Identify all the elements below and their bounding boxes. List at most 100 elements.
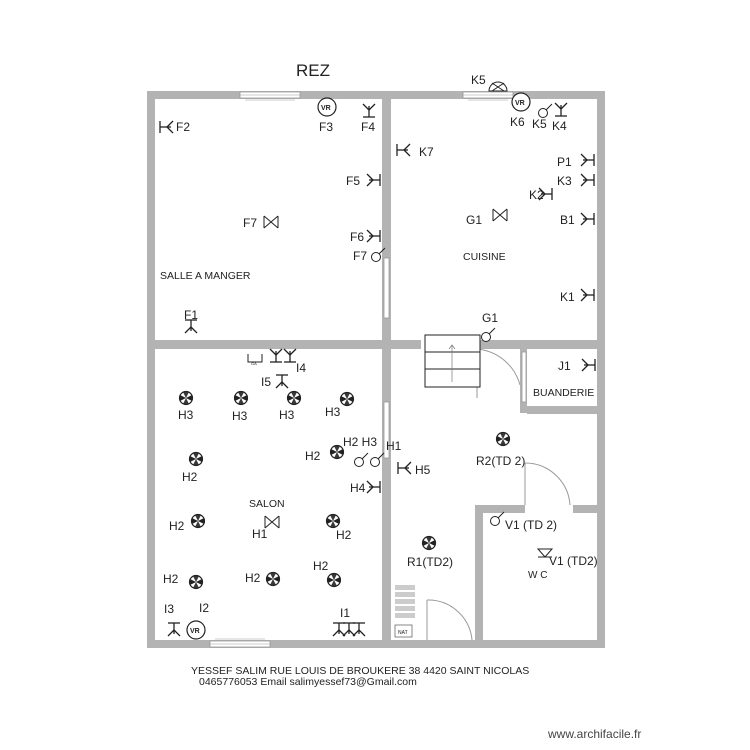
switch-icon [352, 622, 366, 637]
label-f4: F4 [361, 120, 375, 134]
footer-address: YESSEF SALIM RUE LOUIS DE BROUKERE 38 44… [191, 665, 529, 677]
room-buanderie: BUANDERIE [533, 387, 594, 399]
label-k1: K1 [560, 290, 575, 304]
spot-light-icon [190, 513, 206, 529]
outlet-icon [370, 452, 385, 467]
outlet-icon [490, 511, 505, 526]
spot-light-icon [325, 513, 341, 529]
label-v1-ceiling: V1 (TD2) [549, 554, 598, 568]
label-h3: H3 [232, 409, 248, 423]
spot-light-icon [339, 391, 355, 407]
label-v1: V1 (TD 2) [505, 518, 557, 532]
label-h2: H2 [336, 528, 352, 542]
label-k2: K2 [529, 188, 544, 202]
label-i4: I4 [296, 361, 306, 375]
label-g1-ceiling: G1 [466, 213, 482, 227]
switch-icon [396, 143, 411, 157]
nat-label: NAT [398, 630, 408, 636]
switch-icon [332, 622, 346, 637]
label-f2: F2 [176, 120, 190, 134]
room-salle-a-manger: SALLE A MANGER [160, 270, 251, 282]
label-k5-top: K5 [471, 73, 486, 87]
outlet-icon [354, 452, 369, 467]
windows [209, 91, 527, 648]
switch-icon [366, 480, 381, 494]
label-f7-ceiling: F7 [243, 216, 257, 230]
label-h1: H1 [386, 439, 402, 453]
switch-icon [580, 212, 595, 226]
label-h3: H3 [325, 405, 341, 419]
label-k7: K7 [419, 145, 434, 159]
label-h2: H2 [305, 449, 321, 463]
label-h4: H4 [350, 481, 366, 495]
label-f6: F6 [350, 230, 364, 244]
label-k5: K5 [532, 117, 547, 131]
switch-icon [366, 229, 381, 243]
switch-icon [283, 348, 297, 363]
label-h2: H2 [245, 571, 261, 585]
label-i2: I2 [199, 601, 209, 615]
switch-group-icon: GA [247, 354, 263, 366]
vr-icon: VR [317, 97, 337, 117]
svg-text:VR: VR [321, 105, 331, 112]
label-f1: F1 [184, 308, 198, 322]
spot-light-icon [178, 390, 194, 406]
ceiling-light-icon [536, 548, 554, 558]
spot-light-icon [265, 571, 281, 587]
label-f5: F5 [346, 174, 360, 188]
footer-contact: 0465776053 Email salimyessef73@Gmail.com [199, 676, 417, 688]
label-h2: H2 [163, 572, 179, 586]
switch-icon [269, 348, 283, 363]
walls [147, 91, 605, 648]
vr-icon: VR [186, 620, 206, 640]
label-b1: B1 [560, 213, 575, 227]
label-r1: R1(TD2) [407, 555, 453, 569]
switch-icon [366, 173, 381, 187]
label-j1: J1 [558, 359, 571, 373]
label-h3: H3 [279, 408, 295, 422]
label-h2: H2 [313, 559, 329, 573]
svg-text:GA: GA [251, 361, 257, 366]
label-i3: I3 [164, 602, 174, 616]
svg-text:VR: VR [190, 628, 200, 635]
svg-text:VR: VR [515, 100, 525, 107]
label-h2-h3: H2 H3 [343, 435, 377, 449]
vr-icon: VR [511, 92, 531, 112]
switch-icon [554, 102, 568, 117]
label-k3: K3 [557, 174, 572, 188]
spot-light-icon [495, 431, 511, 447]
spot-light-icon [188, 451, 204, 467]
label-p1: P1 [557, 155, 572, 169]
spot-light-icon [188, 574, 204, 590]
label-k4: K4 [552, 119, 567, 133]
watermark: www.archifacile.fr [547, 727, 641, 741]
label-h1-ceiling: H1 [252, 527, 268, 541]
label-h2: H2 [169, 519, 185, 533]
outlet-icon [481, 327, 496, 342]
spot-light-icon [329, 444, 345, 460]
switch-icon [159, 120, 174, 134]
switch-icon [580, 153, 595, 167]
switch-icon [167, 622, 181, 637]
label-k6: K6 [510, 115, 525, 129]
switch-icon [397, 461, 412, 475]
label-h2: H2 [182, 470, 198, 484]
spot-light-icon [233, 390, 249, 406]
spot-light-icon [286, 390, 302, 406]
switch-icon [581, 358, 596, 372]
stairs: NAT [394, 334, 481, 638]
label-i5: I5 [261, 375, 271, 389]
switch-icon [342, 622, 356, 637]
label-h3: H3 [178, 408, 194, 422]
label-f7: F7 [353, 249, 367, 263]
switch-icon [580, 288, 595, 302]
switch-icon [275, 374, 289, 389]
label-f3: F3 [319, 120, 333, 134]
spot-light-icon [326, 572, 342, 588]
plan-title: REZ [296, 61, 330, 80]
outlet-icon [538, 103, 553, 118]
label-g1: G1 [482, 311, 498, 325]
switch-icon [580, 173, 595, 187]
spot-light-icon [421, 535, 437, 551]
